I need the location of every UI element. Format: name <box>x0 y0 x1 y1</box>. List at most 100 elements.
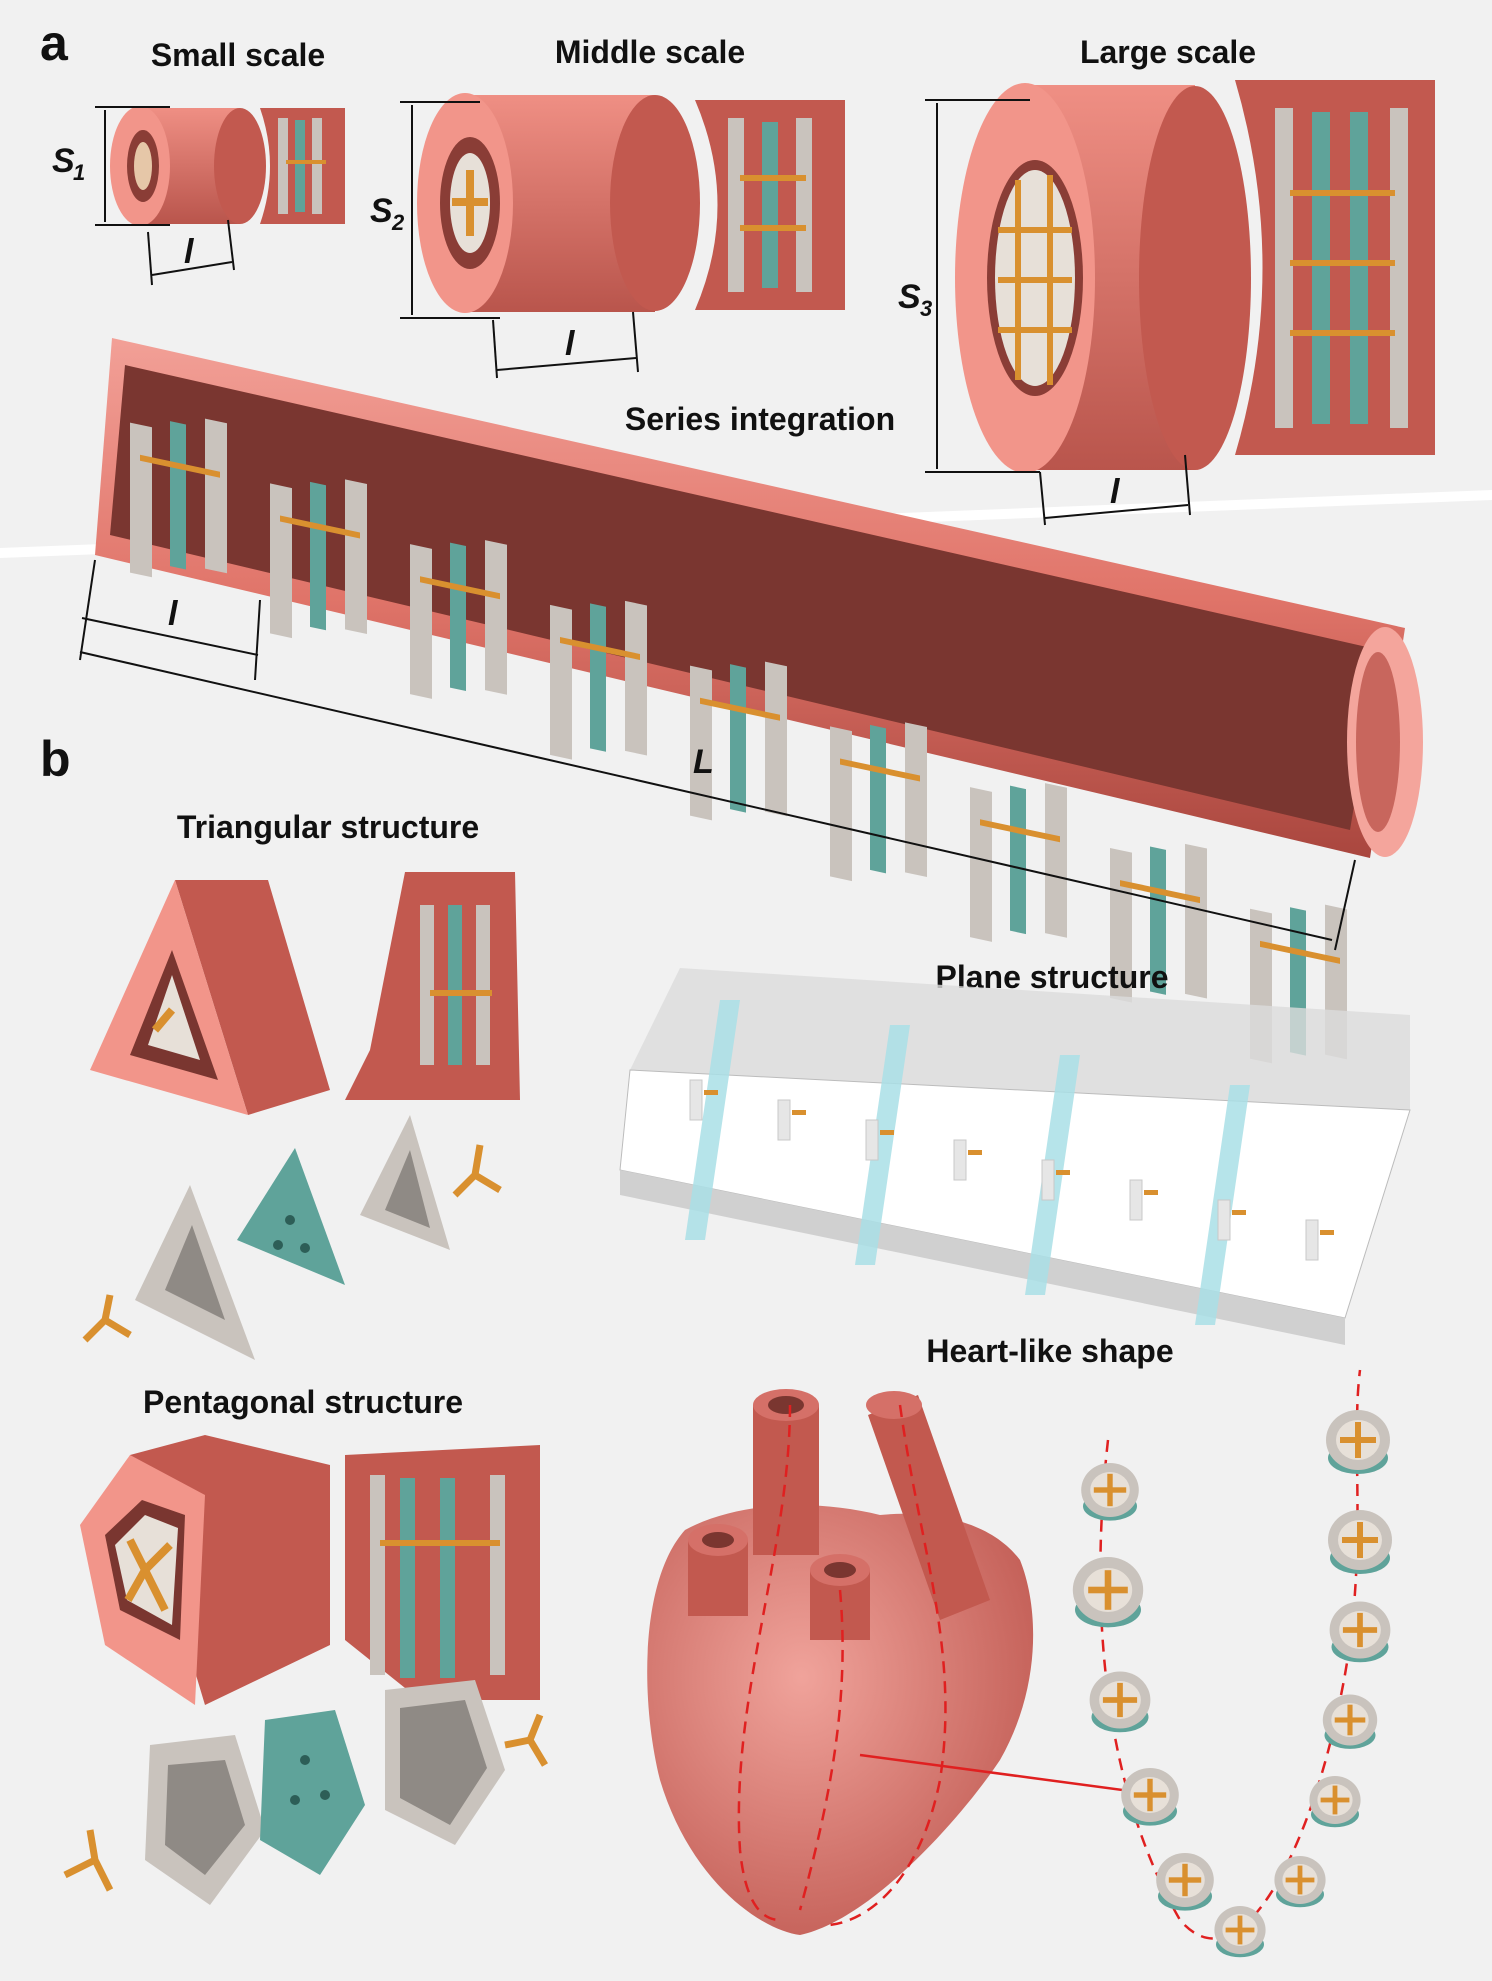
plane-connector <box>968 1150 982 1155</box>
plane-connector <box>1144 1190 1158 1195</box>
l-label-small: l <box>184 233 195 271</box>
tube-connector <box>700 697 780 721</box>
tube-plate-teal <box>1010 785 1026 935</box>
disc-cross <box>1225 1927 1255 1933</box>
plane-connector <box>792 1110 806 1115</box>
tube-plate-gray <box>905 722 927 878</box>
tube-plate-teal <box>310 481 326 631</box>
triangular-cutaway <box>345 872 520 1100</box>
tube-plate-teal <box>590 603 606 752</box>
tube-plate-gray <box>970 787 992 942</box>
pentagonal-title: Pentagonal structure <box>143 1384 463 1420</box>
L-label: L <box>693 743 714 781</box>
s3-dimension <box>925 99 1191 526</box>
tube-plate-gray <box>345 479 367 635</box>
disc-chain <box>1072 1369 1392 1958</box>
tube-plate-teal <box>730 664 746 813</box>
plane-connector <box>1232 1210 1246 1215</box>
tube-plate-gray <box>205 418 227 574</box>
panel-a-letter: a <box>40 15 69 71</box>
large-cutaway <box>1235 80 1435 455</box>
disc-cross <box>1334 1717 1366 1723</box>
small-cutaway <box>260 108 345 224</box>
triangular-prism <box>90 880 330 1115</box>
s2-label: S <box>370 192 393 230</box>
middle-scale-title: Middle scale <box>555 34 745 70</box>
pentagonal-parts <box>63 1680 549 1905</box>
plane-post <box>865 1119 879 1161</box>
triangular-title: Triangular structure <box>177 809 479 845</box>
plane-post <box>1129 1179 1143 1221</box>
disc-cross <box>1168 1877 1202 1883</box>
tube-plate-gray <box>550 604 572 760</box>
plane-post <box>1041 1159 1055 1201</box>
disc-cross <box>1102 1697 1138 1703</box>
tube-plate-teal <box>450 542 466 692</box>
heart-model <box>647 1389 1034 1935</box>
large-scale-title: Large scale <box>1080 34 1256 70</box>
s2-subscript: 2 <box>391 210 405 235</box>
tube-plate-teal <box>170 421 186 570</box>
plane-post <box>953 1139 967 1181</box>
plane-walls <box>685 1000 1334 1325</box>
plane-connector <box>1320 1230 1334 1235</box>
plane-structure <box>619 968 1411 1345</box>
tube-connector <box>980 819 1060 843</box>
panel-b-letter: b <box>40 731 71 787</box>
triangular-parts <box>82 1115 502 1360</box>
s3-subscript: 3 <box>920 296 932 321</box>
tube-plate-teal <box>870 724 886 874</box>
disc-cross <box>1133 1792 1167 1798</box>
tube-plate-gray <box>830 726 852 882</box>
small-cylinder <box>110 106 266 226</box>
tube-plate-gray <box>130 422 152 578</box>
l-label-large: l <box>1110 473 1121 511</box>
tube-plate-gray <box>1045 783 1067 938</box>
heart-title: Heart-like shape <box>926 1333 1173 1369</box>
plane-connector <box>704 1090 718 1095</box>
tube-connector <box>1260 940 1340 964</box>
disc-cross <box>1342 1537 1378 1543</box>
disc-cross <box>1342 1627 1378 1633</box>
plane-post <box>777 1099 791 1141</box>
pentagonal-cutaway <box>345 1445 540 1700</box>
tube-plate-gray <box>1185 843 1207 999</box>
disc-cross <box>1285 1877 1315 1883</box>
tube-connector <box>280 515 360 539</box>
pentagonal-prism <box>80 1435 330 1705</box>
small-scale-title: Small scale <box>151 37 325 73</box>
plane-connector <box>880 1130 894 1135</box>
tube-plate-gray <box>625 600 647 756</box>
tube-connector <box>140 454 220 478</box>
l-label-middle: l <box>565 325 576 363</box>
disc-cross <box>1093 1487 1127 1493</box>
plane-connector <box>1056 1170 1070 1175</box>
tube-plate-gray <box>410 544 432 699</box>
heart-pointer-line <box>859 1753 1161 1797</box>
disc-cross <box>1340 1437 1376 1443</box>
tube-connector <box>840 758 920 782</box>
plane-wall-teal <box>685 1000 740 1240</box>
L-dimension <box>79 559 1356 951</box>
l-label-series: l <box>168 595 179 633</box>
s1-dimension <box>95 106 235 286</box>
middle-cylinder <box>417 93 700 313</box>
plane-post <box>1217 1199 1231 1241</box>
disc-cross <box>1320 1797 1350 1803</box>
tube-plate-teal <box>1150 846 1166 995</box>
tube-connector <box>1120 880 1200 904</box>
plane-post <box>1305 1219 1319 1261</box>
s3-label: S <box>898 278 921 316</box>
s1-label: S <box>52 142 75 180</box>
s2-dimension <box>400 101 639 379</box>
series-tube <box>95 338 1423 1064</box>
tube-connector <box>560 637 640 661</box>
large-cylinder <box>955 83 1251 473</box>
middle-cutaway <box>695 100 845 310</box>
series-integration-title: Series integration <box>625 401 895 437</box>
tube-plate-gray <box>485 540 507 695</box>
s1-subscript: 1 <box>73 160 85 185</box>
plane-post <box>689 1079 703 1121</box>
disc-cross <box>1088 1586 1128 1594</box>
